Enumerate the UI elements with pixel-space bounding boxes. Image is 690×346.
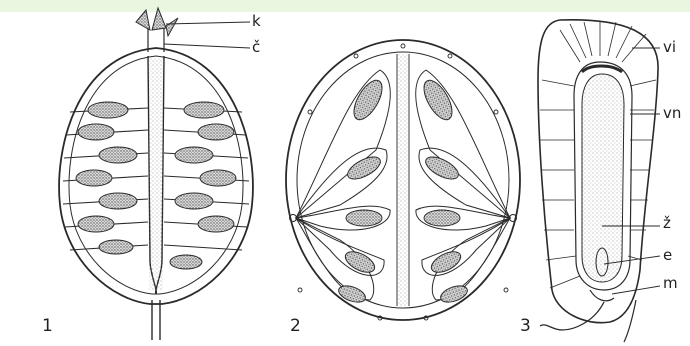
- panel-number-1: 1: [42, 318, 53, 335]
- panel-2-fruit-cross-section: [286, 40, 520, 320]
- label-c-caron: č: [252, 40, 260, 55]
- panel-number-2: 2: [290, 318, 301, 335]
- label-e: e: [663, 248, 672, 263]
- label-vi: vi: [663, 40, 676, 55]
- label-m: m: [663, 276, 678, 291]
- label-z-caron: ž: [663, 216, 671, 231]
- label-k: k: [252, 14, 261, 29]
- panel-3-seed-section: [538, 20, 660, 342]
- panel-1-fruit-longitudinal: [59, 8, 253, 340]
- panel-number-3: 3: [520, 318, 531, 335]
- label-vn: vn: [663, 106, 681, 121]
